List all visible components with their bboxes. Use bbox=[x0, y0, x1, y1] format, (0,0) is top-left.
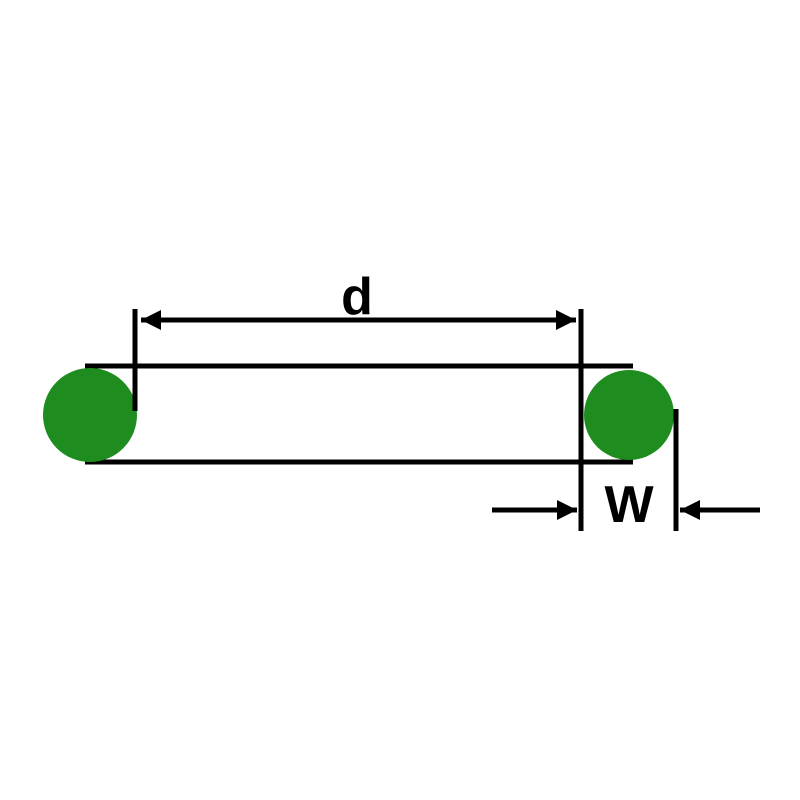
oring-cross-section-left bbox=[43, 368, 137, 462]
oring-cross-section-right bbox=[584, 370, 674, 460]
extension-lines bbox=[132, 309, 679, 531]
oring-profile-lines bbox=[85, 363, 633, 465]
inner-diameter-label: d bbox=[341, 268, 373, 326]
width-label: W bbox=[604, 476, 654, 534]
